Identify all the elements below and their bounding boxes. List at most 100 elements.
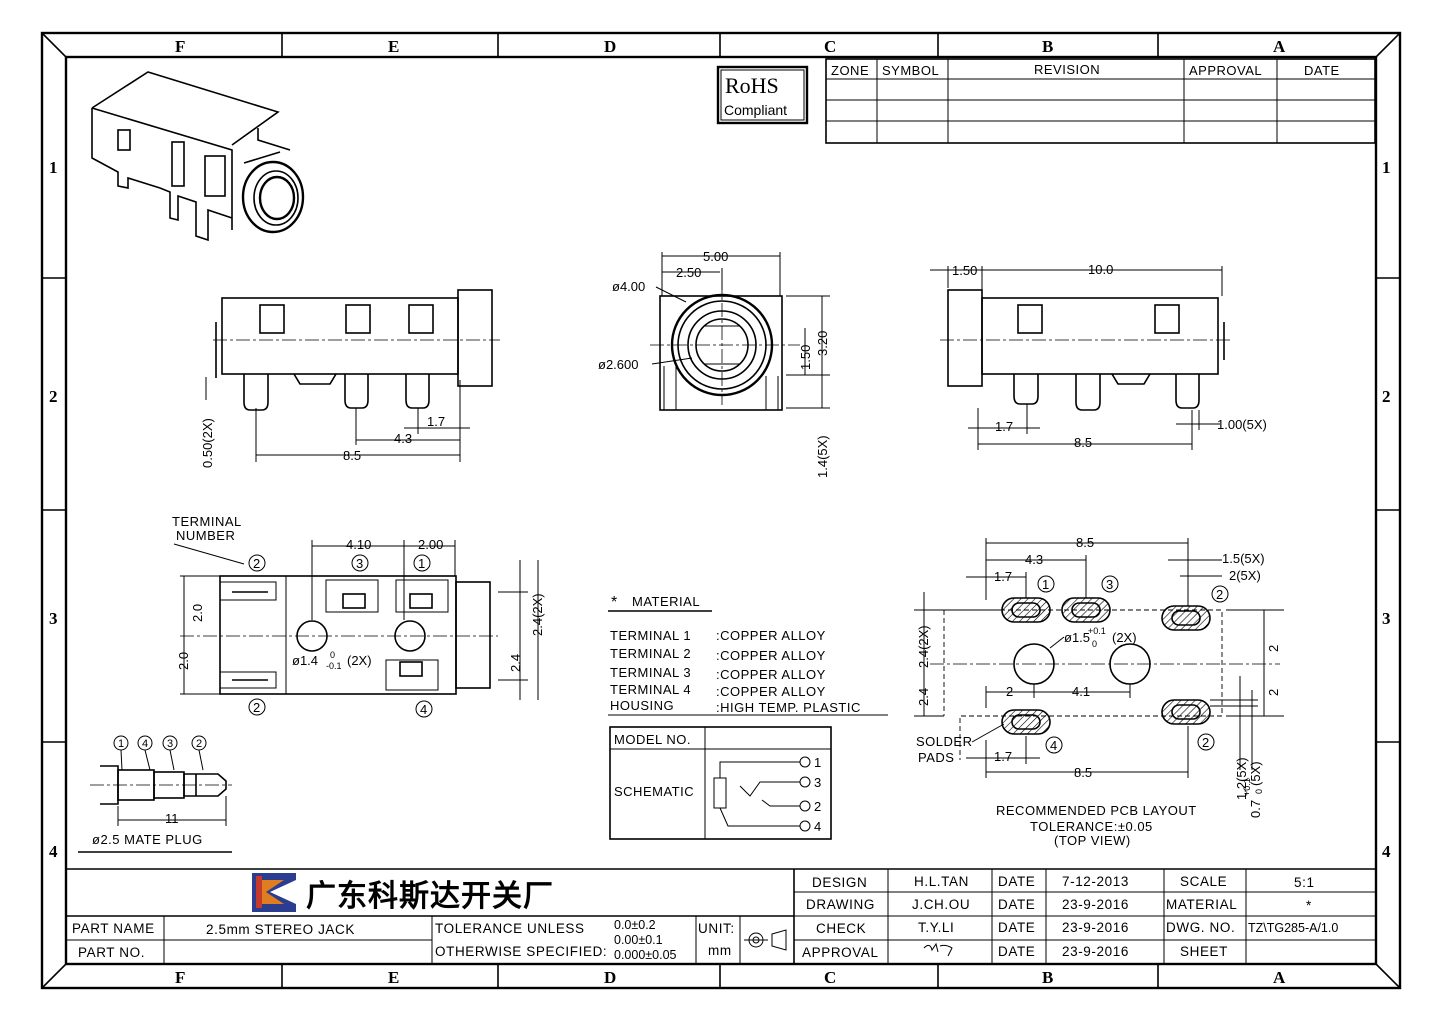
check-date: 23-9-2016 (1062, 920, 1129, 935)
plug-length: 11 (165, 811, 179, 826)
plug-terminal-3: 3 (167, 738, 173, 750)
company-name: 广东科斯达开关厂 (306, 879, 554, 913)
dwg-label: DWG. NO. (1166, 920, 1235, 935)
schematic-pin-1: 1 (814, 755, 821, 770)
check-name: T.Y.LI (918, 920, 954, 935)
approval-signature (923, 942, 953, 957)
pcb-dim-1-7-top: 1.7 (994, 569, 1012, 584)
zone-f-top: F (175, 37, 185, 56)
zone-a-bottom: A (1273, 968, 1286, 987)
pcb-dim-pad-height: 2(5X) (1229, 568, 1261, 583)
scale-label: SCALE (1180, 874, 1227, 889)
tolerance-value-3: 0.000±0.05 (614, 948, 677, 962)
pcb-dim-2-4-2x: 2.4(2X) (916, 625, 931, 668)
material-asterisk: * (611, 594, 617, 611)
top-dim-4-10: 4.10 (346, 537, 371, 552)
design-date: 7-12-2013 (1062, 874, 1129, 889)
top-dim-2-0-upper: 2.0 (190, 604, 205, 622)
pcb-dim-hole-count: (2X) (1112, 630, 1137, 645)
top-dim-hole-count: (2X) (347, 653, 372, 668)
pcb-layout: 8.5 4.3 1.7 1.5(5X) 2(5X) 1 3 2 ø1.5 +0.… (914, 535, 1284, 848)
schematic-pin-3: 3 (814, 775, 821, 790)
zone-3-left: 3 (49, 609, 58, 628)
pcb-caption-1: RECOMMENDED PCB LAYOUT (996, 803, 1197, 818)
zone-d-bottom: D (604, 968, 616, 987)
pcb-dim-pad-width: 1.5(5X) (1222, 551, 1265, 566)
approval-label: APPROVAL (802, 945, 879, 960)
side-right-dim-8-5: 8.5 (1074, 435, 1092, 450)
side-view-left: 1.7 4.3 8.5 0.50(2X) (200, 289, 500, 468)
material-label: MATERIAL (1166, 897, 1237, 912)
side-left-dim-4-3: 4.3 (394, 431, 412, 446)
solder-label: SOLDER (916, 734, 972, 749)
material-value-1: :COPPER ALLOY (716, 628, 826, 643)
side-right-dim-1-50: 1.50 (952, 263, 977, 278)
top-dim-2-4: 2.4 (508, 654, 523, 672)
rev-header-approval: APPROVAL (1189, 63, 1262, 78)
zone-d-top: D (604, 37, 616, 56)
pcb-dim-8-5-top: 8.5 (1076, 535, 1094, 550)
pcb-dim-hole-upper-tol: +0.1 (1088, 626, 1106, 636)
pads-label: PADS (918, 750, 954, 765)
material-value-3: :COPPER ALLOY (716, 667, 826, 682)
top-terminal-2a: 2 (253, 556, 260, 571)
zone-e-top: E (388, 37, 399, 56)
pcb-dim-4-1: 4.1 (1072, 684, 1090, 699)
front-dim-1-50: 1.50 (798, 345, 813, 370)
material-value-2: :COPPER ALLOY (716, 648, 826, 663)
pcb-dim-1-7-bottom: 1.7 (994, 749, 1012, 764)
plug-terminal-1: 1 (118, 738, 124, 750)
drawing-date-label: DATE (998, 897, 1035, 912)
drawing-date: 23-9-2016 (1062, 897, 1129, 912)
zone-3-right: 3 (1382, 609, 1391, 628)
sheet-label: SHEET (1180, 944, 1228, 959)
tolerance-value-2: 0.00±0.1 (614, 933, 663, 947)
material-part-1: TERMINAL 1 (610, 628, 691, 643)
pcb-dim-0-7-count: (5X) (1248, 761, 1263, 786)
mate-plug: 1 4 3 2 11 ø2.5 MATE PLUG (78, 735, 232, 853)
zone-a-top: A (1273, 37, 1286, 56)
material-part-4: TERMINAL 4 (610, 682, 691, 697)
approval-date-label: DATE (998, 944, 1035, 959)
pcb-dim-2-right-lower: 2 (1266, 689, 1281, 696)
top-terminal-2b: 2 (253, 700, 260, 715)
pcb-terminal-2b: 2 (1202, 735, 1209, 750)
pcb-terminal-2a: 2 (1216, 587, 1223, 602)
model-no-label: MODEL NO. (614, 732, 691, 747)
material-part-2: TERMINAL 2 (610, 646, 691, 661)
tolerance-value-1: 0.0±0.2 (614, 918, 656, 932)
check-label: CHECK (816, 921, 866, 936)
schematic-pin-2: 2 (814, 799, 821, 814)
material-part-housing: HOUSING (610, 698, 674, 713)
design-date-label: DATE (998, 874, 1035, 889)
pcb-terminal-1: 1 (1042, 577, 1049, 592)
zone-2-left: 2 (49, 387, 58, 406)
pcb-dim-hole-lower-tol: 0 (1092, 639, 1097, 649)
front-dim-5-00: 5.00 (703, 249, 728, 264)
rohs-title: RoHS (725, 73, 779, 98)
dwg-value: TZ\TG285-A/1.0 (1248, 921, 1338, 935)
pcb-dim-0-7-upper-tol: +0.1 (1242, 778, 1252, 796)
terminal-label: TERMINAL (172, 514, 242, 529)
side-left-dim-8-5: 8.5 (343, 448, 361, 463)
zone-1-right: 1 (1382, 158, 1391, 177)
pcb-caption-2: TOLERANCE:±0.05 (1030, 819, 1153, 834)
schematic-pin-4: 4 (814, 819, 821, 834)
isometric-view (91, 71, 305, 242)
front-dim-1-4: 1.4(5X) (815, 435, 830, 478)
zone-4-right: 4 (1382, 842, 1391, 861)
number-label: NUMBER (176, 528, 235, 543)
side-view-right: 1.50 10.0 1.7 8.5 1.00(5X) (930, 262, 1267, 450)
zone-2-right: 2 (1382, 387, 1391, 406)
unit-label: UNIT: (698, 921, 735, 936)
front-dim-2-50: 2.50 (676, 265, 701, 280)
side-left-dim-0-50: 0.50(2X) (200, 418, 215, 468)
revision-table: ZONE SYMBOL REVISION APPROVAL DATE (825, 58, 1376, 144)
schematic-table: MODEL NO. SCHEMATIC 1 3 2 4 (609, 726, 832, 840)
front-view: 5.00 2.50 ø4.00 ø2.600 1.50 3.20 1.4(5X) (598, 249, 830, 478)
pcb-dim-hole: ø1.5 (1064, 630, 1090, 645)
side-left-dim-1-7: 1.7 (427, 414, 445, 429)
rev-header-symbol: SYMBOL (882, 63, 939, 78)
pcb-dim-8-5-bottom: 8.5 (1074, 765, 1092, 780)
approval-date: 23-9-2016 (1062, 944, 1129, 959)
